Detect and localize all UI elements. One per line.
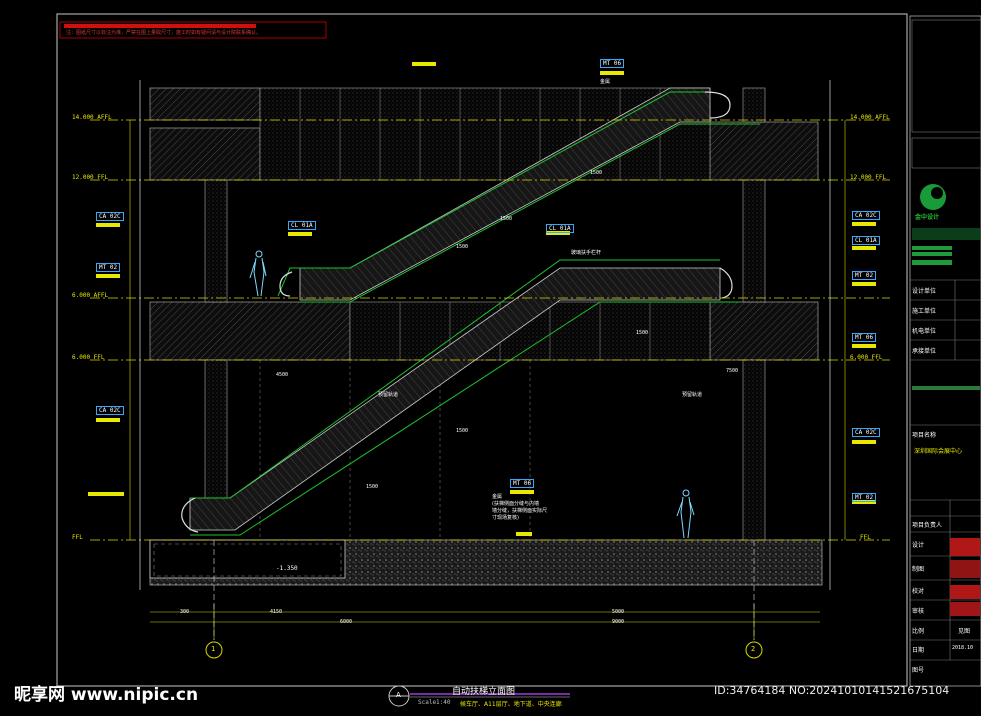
lower-escalator (181, 259, 740, 536)
level-lines (90, 119, 890, 541)
panel-row-label: 施工单位 (912, 308, 937, 315)
panel-row-label: 比例 (912, 628, 925, 635)
watermark-id: ID:34764184 NO:20241010141521675104 (714, 684, 950, 697)
material-tag: CA 02C (852, 211, 880, 220)
scale-value: 见图 (958, 628, 971, 635)
level-label: 6.000 AFFL (72, 292, 109, 299)
tag-highlights (88, 62, 876, 536)
panel-row-label: 图号 (912, 667, 925, 674)
panel-row-label: 承接单位 (912, 348, 937, 355)
vertical-dims (129, 120, 846, 540)
dimension-text: 4150 (270, 609, 283, 615)
panel-row-label: 校对 (912, 588, 925, 595)
dimension-text: 1500 (636, 330, 649, 336)
warning-box (59, 21, 327, 39)
level-label: 14.000 AFFL (850, 114, 890, 121)
panel-row-label: 制图 (912, 566, 925, 573)
dimension-text: 300 (180, 609, 190, 615)
material-tag: MT 06 (852, 333, 877, 342)
dimension-text: 5000 (612, 609, 625, 615)
material-tag: MT 02 (96, 263, 121, 272)
material-tag: CA 02C (852, 428, 880, 437)
drawing-badge: A (396, 691, 401, 699)
material-tag: CL 01A (546, 224, 574, 233)
dimension-text: 6000 (340, 619, 353, 625)
note-text: 寸现场复核) (492, 515, 519, 521)
note-text: 玻璃扶手栏杆 (571, 250, 602, 256)
level-label: FFL (860, 534, 871, 541)
panel-row-label: 机电单位 (912, 328, 937, 335)
title-panel (909, 15, 981, 687)
warning-text: 注：图纸尺寸以标注为准，严禁在图上量取尺寸，施工时如有疑问请与设计院联系确认。 (66, 30, 262, 36)
level-label: 6.000 FFL (850, 354, 883, 361)
dimension-text: 4500 (276, 372, 289, 378)
material-tag: CL 01A (852, 236, 880, 245)
person-figure-icon (676, 489, 695, 539)
note-text: 预留轨道 (378, 392, 399, 398)
brand-name: 金中设计 (915, 214, 940, 221)
note-text: 金属 (600, 79, 611, 85)
columns (204, 87, 766, 541)
upper-escalator (277, 87, 760, 303)
title-bar (388, 685, 570, 707)
material-tag: MT 06 (510, 479, 535, 488)
level-label: FFL (72, 534, 83, 541)
dimension-text: 1500 (456, 428, 469, 434)
panel-row-label: 设计单位 (912, 288, 937, 295)
grid-label: 2 (751, 645, 756, 653)
dimension-text: 7500 (726, 368, 739, 374)
material-tag: MT 02 (852, 271, 877, 280)
bottom-dims (150, 604, 820, 640)
back-wall (259, 87, 711, 540)
drawing-scale: Scale1:40 (418, 699, 451, 706)
warning-bar (64, 24, 256, 28)
panel-row-label: 设计 (912, 542, 925, 549)
level-label: 14.000 AFFL (72, 114, 112, 121)
person-figure-icon (249, 250, 267, 297)
panel-row-label: 日期 (912, 647, 925, 654)
grid-label: 1 (211, 645, 216, 653)
grid-bubble-b (745, 641, 763, 659)
project-name: 深圳国际会展中心 (914, 448, 963, 455)
panel-row-label: 审核 (912, 608, 925, 615)
level-label: 12.000 FFL (72, 174, 109, 181)
material-tag: CL 01A (288, 221, 316, 230)
level-label: 12.000 FFL (850, 174, 887, 181)
material-tag: MT 06 (600, 59, 625, 68)
watermark-site: 昵享网 www.nipic.cn (14, 685, 199, 705)
dimension-text: 1500 (500, 216, 513, 222)
note-text: (扶梯侧面分缝与内墙 (492, 501, 539, 507)
note-text: 预留轨道 (682, 392, 703, 398)
level-label: 6.000 FFL (72, 354, 105, 361)
grid-bubble-a (205, 641, 223, 659)
floor-slabs (149, 87, 823, 586)
dimension-text: 9000 (612, 619, 625, 625)
panel-row-label: 项目负责人 (912, 522, 943, 529)
note-text: 墙分缝，扶梯侧面实际尺 (492, 508, 548, 514)
date-value: 2018.10 (952, 645, 974, 651)
note-text: 金属 (492, 494, 503, 500)
material-tag: CA 02C (96, 406, 124, 415)
grid-axes (213, 540, 755, 640)
panel-row-label: 项目名称 (912, 432, 937, 439)
material-tag: CA 02C (96, 212, 124, 221)
depth-label: -1.350 (276, 565, 298, 572)
dimension-text: 1500 (456, 244, 469, 250)
dimension-text: 1500 (366, 484, 379, 490)
drawing-title: 自动扶梯立面图 (452, 687, 516, 697)
drawing-subtitle: 候车厅、A11层厅、地下道、中央连廊 (460, 701, 562, 708)
material-tag: MT 02 (852, 493, 877, 502)
dimension-text: 1500 (590, 170, 603, 176)
